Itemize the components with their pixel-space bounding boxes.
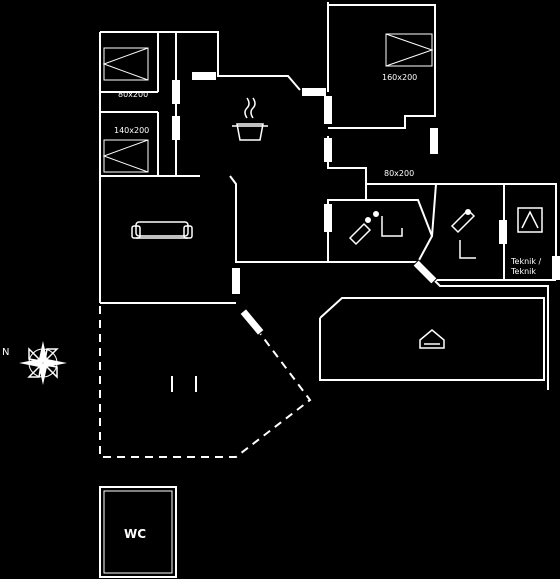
outdoor-seating xyxy=(171,376,197,392)
door-left-2 xyxy=(172,116,180,140)
walls xyxy=(99,2,557,390)
technical-room-label-1: Teknik / xyxy=(510,257,542,266)
sofa-icon xyxy=(131,221,193,239)
door-right-room xyxy=(430,128,438,154)
door-bath-a xyxy=(324,204,332,232)
beds xyxy=(102,33,434,173)
bed-top-right xyxy=(385,33,434,67)
door-tech xyxy=(552,256,560,280)
door-bath-b xyxy=(499,220,507,244)
annex-outline xyxy=(99,486,177,578)
toilet-label: WC xyxy=(124,527,146,541)
wall-living-right xyxy=(229,175,328,263)
cooking-pot-icon xyxy=(232,97,268,141)
wall-bedroom-right xyxy=(327,2,436,100)
terrace-icon xyxy=(419,329,445,349)
shower-icon xyxy=(373,211,403,237)
wall-bath-b xyxy=(431,183,557,280)
compass-icon xyxy=(19,341,67,385)
bed-size-label-a: 80x200 xyxy=(118,90,148,99)
bed-top-left xyxy=(102,47,149,81)
washer-icon xyxy=(517,207,543,233)
wall-bath-a xyxy=(328,199,434,263)
bathtub-icon xyxy=(450,208,476,259)
door-diagonal-1 xyxy=(412,259,438,285)
toilet-icon xyxy=(348,217,372,246)
bed-size-label-d: 80x200 xyxy=(384,169,414,178)
wall-outside-right xyxy=(419,265,549,390)
door-left-1 xyxy=(172,80,180,104)
wall-corridor-right xyxy=(328,100,436,129)
doors xyxy=(172,72,560,337)
annex xyxy=(99,486,177,578)
bed-mid-left xyxy=(102,139,149,173)
outdoor-area-outline xyxy=(99,306,312,458)
technical-room-label-2: Teknik xyxy=(510,267,536,276)
door-diagonal-2 xyxy=(239,307,265,337)
door-corridor-2 xyxy=(324,96,332,124)
compass-north-label: N xyxy=(2,347,9,358)
door-corridor-3 xyxy=(324,138,332,162)
door-top-1 xyxy=(192,72,216,80)
wall-bedrooms-top xyxy=(100,31,301,91)
bed-size-label-c: 160x200 xyxy=(382,73,417,82)
door-living xyxy=(232,268,240,294)
door-corridor-1 xyxy=(302,88,326,96)
wall-terrace xyxy=(319,297,545,381)
bed-size-label-b: 140x200 xyxy=(114,126,149,135)
annex-inner xyxy=(103,490,173,574)
outdoor-area xyxy=(99,306,312,458)
